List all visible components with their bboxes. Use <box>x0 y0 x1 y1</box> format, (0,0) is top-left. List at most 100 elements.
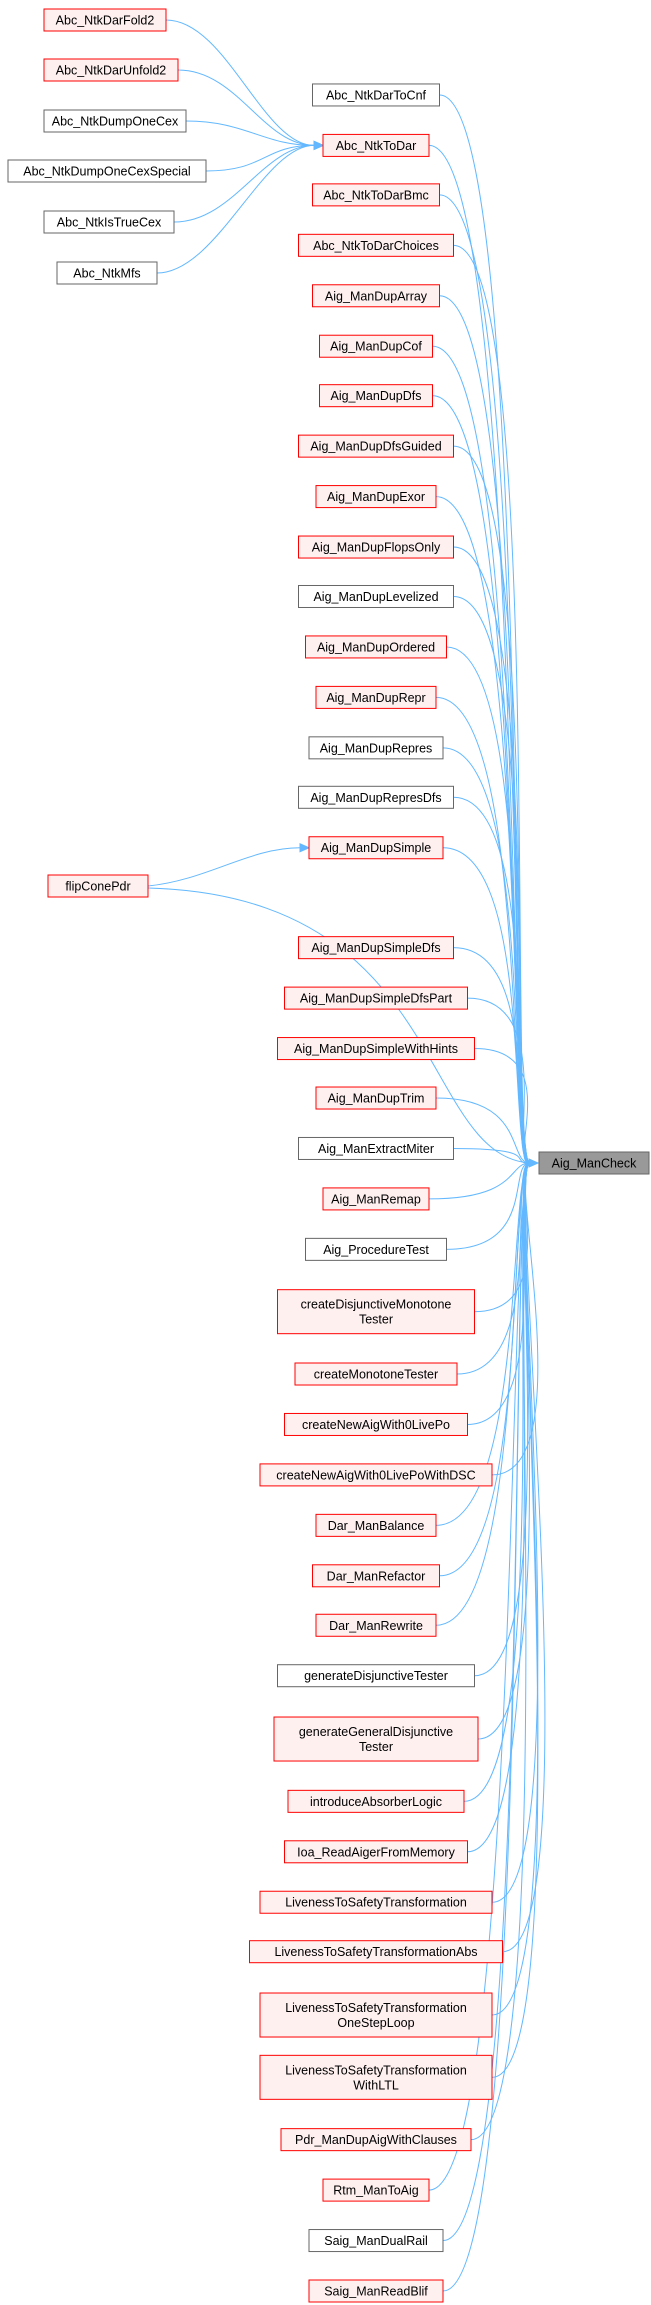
edge-dar-manbalance-to-target <box>435 1162 530 1526</box>
node-aig-mandupdfsguided[interactable]: Aig_ManDupDfsGuided <box>298 434 454 458</box>
node-aig-manduparray-label: Aig_ManDupArray <box>325 289 428 303</box>
node-saig-mandualrail[interactable]: Saig_ManDualRail <box>308 2229 444 2253</box>
target-node-aig-mancheck-box <box>538 1151 650 1175</box>
node-aig-manduptrim[interactable]: Aig_ManDupTrim <box>315 1086 437 1110</box>
node-aig-mandupsimplewithhints-label: Aig_ManDupSimpleWithHints <box>294 1042 458 1056</box>
node-aig-proceduretest[interactable]: Aig_ProcedureTest <box>305 1237 447 1261</box>
node-aig-mandupsimpledfspart-box <box>284 986 468 1010</box>
node-ioa-readaigerfrommemory-box <box>284 1840 468 1864</box>
node-createnewaigwith0livepowithdsc-box <box>259 1463 493 1487</box>
node-aig-manduprepr[interactable]: Aig_ManDupRepr <box>315 685 437 709</box>
edge-dar-manrewrite-to-target <box>435 1162 530 1626</box>
node-rtm-mantoaig[interactable]: Rtm_ManToAig <box>322 2178 430 2202</box>
node-saig-mandualrail-box <box>308 2229 444 2253</box>
node-generatedisjunctivetester-box <box>277 1664 475 1688</box>
node-abc-ntkmfs-box <box>56 261 158 285</box>
node-aig-manextractmiter[interactable]: Aig_ManExtractMiter <box>298 1136 454 1160</box>
node-aig-mandupflopsonly-label: Aig_ManDupFlopsOnly <box>312 541 441 555</box>
node-aig-manduptrim-label: Aig_ManDupTrim <box>328 1092 425 1106</box>
node-aig-manduparray[interactable]: Aig_ManDupArray <box>312 284 440 308</box>
node-dar-manrefactor[interactable]: Dar_ManRefactor <box>312 1564 440 1588</box>
node-aig-mandupdfs-box <box>319 384 433 408</box>
node-dar-manbalance-box <box>315 1513 437 1537</box>
edge-saig-manreadblif-to-target <box>442 1162 530 2292</box>
node-createdisjunctivemonotonetester-label: createDisjunctiveMonotone <box>301 1298 452 1312</box>
node-abc-ntkdarunfold2[interactable]: Abc_NtkDarUnfold2 <box>43 58 179 82</box>
edge-flipconepdr-to-target <box>147 887 530 1164</box>
node-livenesstosafetytransformationabs[interactable]: LivenessToSafetyTransformationAbs <box>249 1940 503 1964</box>
node-abc-ntkdarfold2[interactable]: Abc_NtkDarFold2 <box>43 8 167 32</box>
node-aig-manduprepresdfs-label: Aig_ManDupRepresDfs <box>310 791 441 805</box>
node-abc-ntkdartocnf[interactable]: Abc_NtkDarToCnf <box>312 83 440 107</box>
edge-livenesstosafetytransformationabs-to-target-line <box>502 1162 546 1953</box>
edge-abc-ntktodarchoices-to-target-line <box>453 244 530 1164</box>
node-aig-manduprepres-label: Aig_ManDupRepres <box>320 741 433 755</box>
node-livenesstosafetytransformationonesteploop[interactable]: LivenessToSafetyTransformationOneStepLoo… <box>259 1992 493 2038</box>
node-abc-ntkdumponecexspecial-label: Abc_NtkDumpOneCexSpecial <box>23 165 190 179</box>
node-aig-manremap[interactable]: Aig_ManRemap <box>322 1187 430 1211</box>
target-node-aig-mancheck[interactable]: Aig_ManCheck <box>538 1151 650 1175</box>
node-aig-mandupsimpledfspart[interactable]: Aig_ManDupSimpleDfsPart <box>284 986 468 1010</box>
node-livenesstosafetytransformation-box <box>259 1890 493 1914</box>
edge-flipconepdr-to-simple-line <box>147 847 301 887</box>
node-aig-manduplevelized[interactable]: Aig_ManDupLevelized <box>298 584 454 608</box>
node-generatedisjunctivetester-label: generateDisjunctiveTester <box>304 1669 448 1683</box>
node-abc-ntkmfs[interactable]: Abc_NtkMfs <box>56 261 158 285</box>
node-saig-mandualrail-label: Saig_ManDualRail <box>324 2234 428 2248</box>
node-abc-ntkistruecex[interactable]: Abc_NtkIsTrueCex <box>43 210 175 234</box>
edge-aig-mandupsimplewithhints-to-target-line <box>474 1048 530 1164</box>
node-pdr-mandupaigwithclauses[interactable]: Pdr_ManDupAigWithClauses <box>280 2128 472 2152</box>
node-createnewaigwith0livepowithdsc-label: createNewAigWith0LivePoWithDSC <box>276 1468 475 1482</box>
node-flipconepdr[interactable]: flipConePdr <box>47 874 149 898</box>
node-aig-manduprepres[interactable]: Aig_ManDupRepres <box>308 736 444 760</box>
node-createdisjunctivemonotonetester-label: Tester <box>359 1313 393 1327</box>
node-aig-mandupsimpledfspart-label: Aig_ManDupSimpleDfsPart <box>300 992 453 1006</box>
node-aig-mandupordered[interactable]: Aig_ManDupOrdered <box>305 635 447 659</box>
node-generatedisjunctivetester[interactable]: generateDisjunctiveTester <box>277 1664 475 1688</box>
node-createnewaigwith0livepo[interactable]: createNewAigWith0LivePo <box>284 1412 468 1436</box>
node-aig-mandupcof[interactable]: Aig_ManDupCof <box>319 334 433 358</box>
node-dar-manbalance[interactable]: Dar_ManBalance <box>315 1513 437 1537</box>
node-createnewaigwith0livepo-label: createNewAigWith0LivePo <box>302 1418 450 1432</box>
node-abc-ntkdumponecex[interactable]: Abc_NtkDumpOneCex <box>43 109 187 133</box>
node-aig-mandupdfs[interactable]: Aig_ManDupDfs <box>319 384 433 408</box>
node-abc-ntkistruecex-label: Abc_NtkIsTrueCex <box>57 216 162 230</box>
edge-abc-ntkistruecex-to-intermediate-line <box>173 144 315 223</box>
node-aig-proceduretest-label: Aig_ProcedureTest <box>323 1243 429 1257</box>
node-aig-mandupsimple[interactable]: Aig_ManDupSimple <box>308 836 444 860</box>
edge-aig-manduptrim-to-target-line <box>435 1097 530 1164</box>
node-aig-mandupsimpledfs[interactable]: Aig_ManDupSimpleDfs <box>298 936 454 960</box>
node-aig-mandupsimplewithhints-box <box>277 1037 475 1061</box>
node-aig-mandupexor-box <box>315 485 437 509</box>
edge-aig-mandupsimplewithhints-to-target <box>474 1048 530 1164</box>
node-aig-mandupsimplewithhints[interactable]: Aig_ManDupSimpleWithHints <box>277 1037 475 1061</box>
node-aig-mandupflopsonly[interactable]: Aig_ManDupFlopsOnly <box>298 535 454 559</box>
node-introduceabsorberlogic[interactable]: introduceAbsorberLogic <box>287 1789 465 1813</box>
node-abc-ntktodar[interactable]: Abc_NtkToDar <box>322 133 430 157</box>
node-aig-manduprepresdfs[interactable]: Aig_ManDupRepresDfs <box>298 785 454 809</box>
edge-aig-manduptrim-to-target <box>435 1097 530 1164</box>
node-saig-manreadblif[interactable]: Saig_ManReadBlif <box>308 2279 444 2303</box>
node-abc-ntkdumponecex-label: Abc_NtkDumpOneCex <box>52 115 179 129</box>
node-ioa-readaigerfrommemory[interactable]: Ioa_ReadAigerFromMemory <box>284 1840 468 1864</box>
node-abc-ntktodarchoices[interactable]: Abc_NtkToDarChoices <box>298 233 454 257</box>
node-aig-mandupexor[interactable]: Aig_ManDupExor <box>315 485 437 509</box>
edge-livenesstosafetytransformationwithltl-to-target-line <box>491 1162 539 2078</box>
node-abc-ntkdarfold2-label: Abc_NtkDarFold2 <box>56 14 155 28</box>
node-createnewaigwith0livepowithdsc[interactable]: createNewAigWith0LivePoWithDSC <box>259 1463 493 1487</box>
node-aig-manduprepresdfs-box <box>298 785 454 809</box>
edge-abc-ntkmfs-to-intermediate-arrowhead <box>313 140 325 151</box>
node-abc-ntktodarchoices-box <box>298 233 454 257</box>
node-dar-manrewrite[interactable]: Dar_ManRewrite <box>315 1613 437 1637</box>
target-node-aig-mancheck-label: Aig_ManCheck <box>552 1157 638 1171</box>
node-abc-ntkdumponecexspecial[interactable]: Abc_NtkDumpOneCexSpecial <box>7 159 207 183</box>
edge-abc-ntkdarfold2-to-intermediate-line <box>165 19 315 146</box>
node-livenesstosafetytransformation[interactable]: LivenessToSafetyTransformation <box>259 1890 493 1914</box>
node-createmonotonetester[interactable]: createMonotoneTester <box>294 1362 458 1386</box>
edge-livenesstosafetytransformationwithltl-to-target <box>491 1162 539 2078</box>
node-abc-ntktodarbmc[interactable]: Abc_NtkToDarBmc <box>312 183 440 207</box>
